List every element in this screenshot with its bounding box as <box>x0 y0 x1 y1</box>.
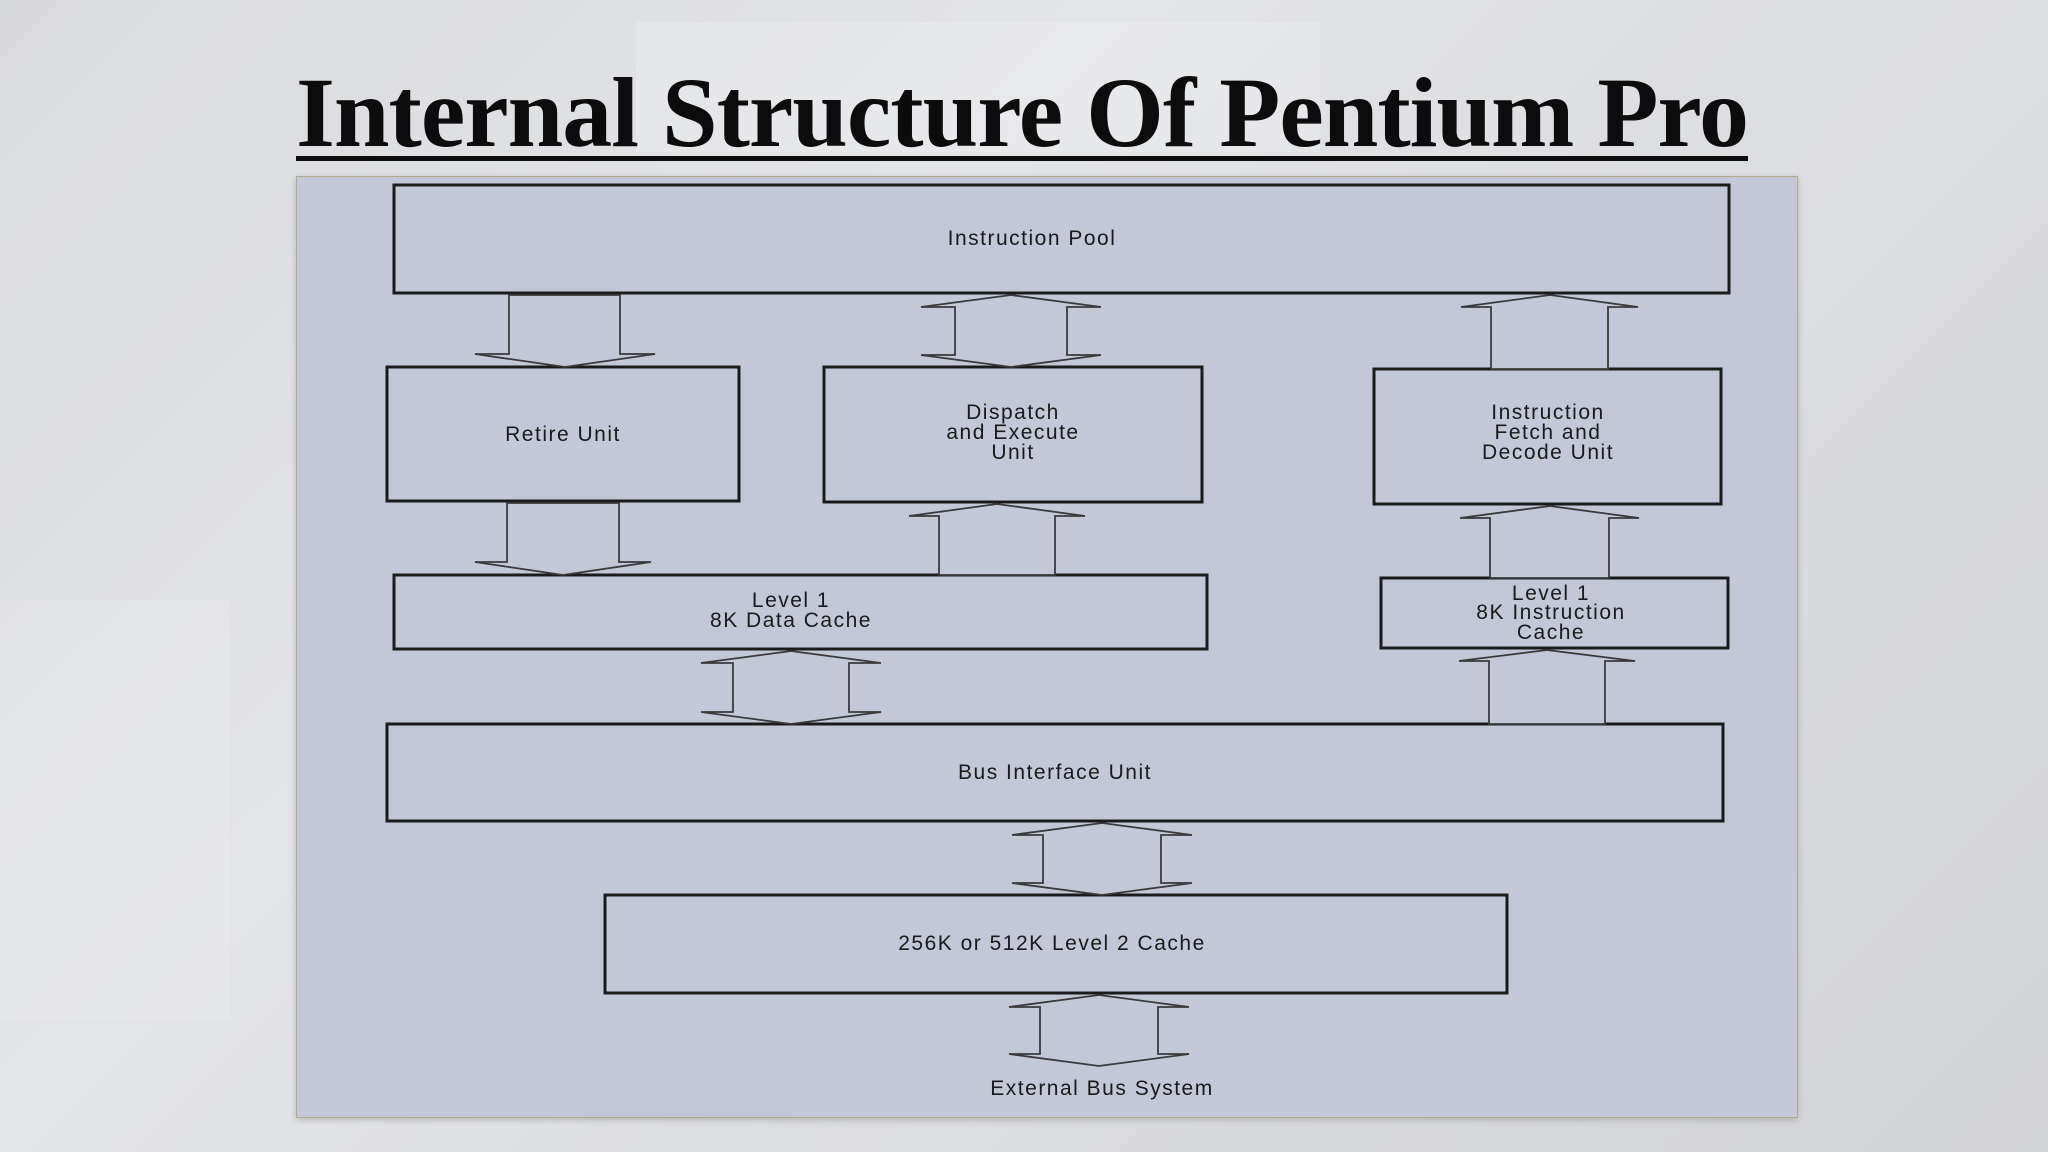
l1instr-to-fetch-arrow <box>1459 505 1640 579</box>
diagram-panel: Instruction Pool Retire Unit Dispatch an… <box>296 176 1798 1118</box>
fetch-decode-label-line1: Instruction <box>1491 401 1604 424</box>
fetch-decode-label-line3: Decode Unit <box>1482 441 1614 464</box>
background-decoration-top <box>636 22 1320 152</box>
instruction-pool-box <box>392 183 1731 295</box>
pool-to-retire-arrow <box>474 294 656 368</box>
fetch-to-pool-arrow <box>1460 294 1639 370</box>
l1-instruction-cache-label-line1: Level 1 <box>1512 582 1590 605</box>
external-bus-label: External Bus System <box>990 1077 1213 1100</box>
l1-instruction-cache-box <box>1379 576 1730 650</box>
l1-data-cache-label-line1: Level 1 <box>752 589 830 612</box>
slide-title: Internal Structure Of Pentium Pro <box>296 57 1749 168</box>
l1-instruction-cache-label-line3: Cache <box>1517 621 1585 644</box>
l1data-to-dispatch-arrow <box>908 503 1086 576</box>
retire-unit-label: Retire Unit <box>505 423 621 446</box>
pentium-pro-block-diagram: Instruction Pool Retire Unit Dispatch an… <box>385 183 1731 1100</box>
dispatch-execute-label-line3: Unit <box>991 441 1034 464</box>
instruction-pool-label: Instruction Pool <box>948 227 1117 250</box>
l1-data-cache-box <box>392 573 1209 651</box>
bus-l2-double-arrow <box>1011 822 1193 896</box>
fetch-decode-unit-box <box>1372 367 1723 506</box>
retire-to-l1data-arrow <box>474 502 652 576</box>
dispatch-execute-label-line1: Dispatch <box>966 401 1060 424</box>
bus-to-l1instr-arrow <box>1458 649 1636 725</box>
l2-cache-label: 256K or 512K Level 2 Cache <box>898 932 1206 955</box>
background-decoration-left <box>0 600 230 1020</box>
dispatch-execute-unit-box <box>822 365 1204 504</box>
l1data-bus-double-arrow <box>700 650 882 725</box>
l1-instruction-cache-label-line2: 8K Instruction <box>1476 601 1625 624</box>
pool-dispatch-double-arrow <box>920 294 1102 368</box>
dispatch-execute-label-line2: and Execute <box>946 421 1079 444</box>
bus-interface-unit-label: Bus Interface Unit <box>958 761 1152 784</box>
fetch-decode-label-line2: Fetch and <box>1495 421 1602 444</box>
l1-data-cache-label-line2: 8K Data Cache <box>710 609 872 632</box>
bus-interface-unit-box <box>385 722 1725 823</box>
l2-cache-box <box>603 893 1509 995</box>
l2-external-double-arrow <box>1008 994 1190 1067</box>
